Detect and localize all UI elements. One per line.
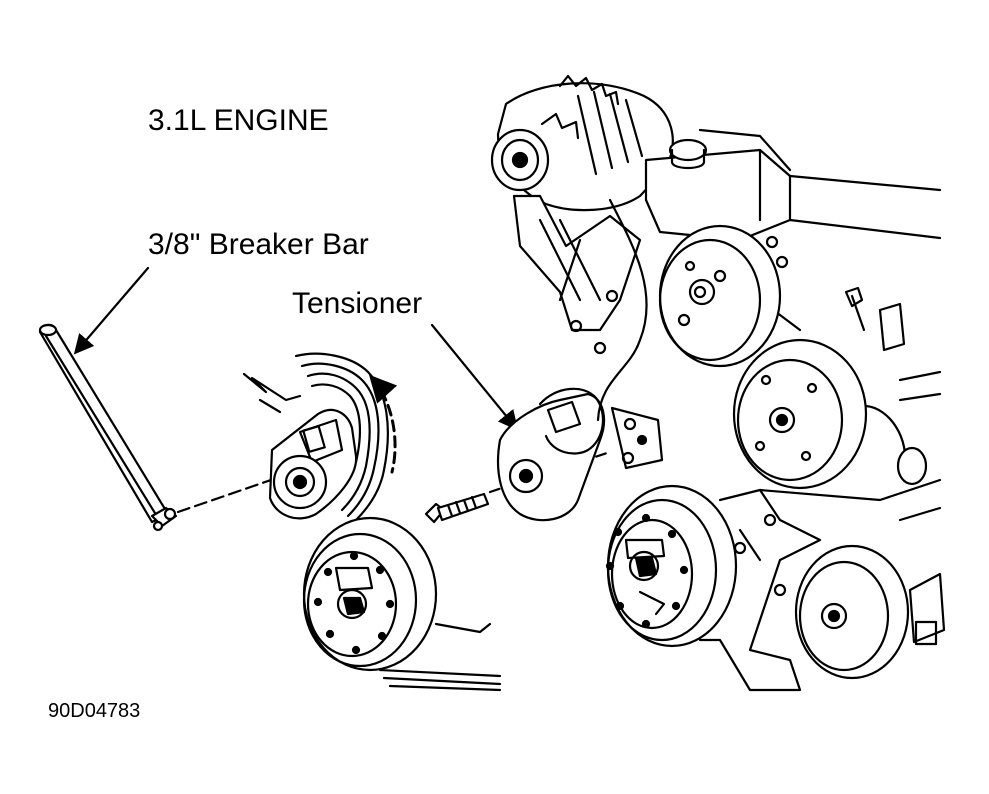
crankshaft-pulley: [605, 484, 738, 648]
water-pump-pulley: [732, 338, 928, 490]
breaker-bar-label: 3/8" Breaker Bar: [148, 228, 369, 261]
tensioner-leader-arrow: [430, 323, 519, 431]
diagram-title: 3.1L ENGINE: [148, 104, 329, 137]
tensioner-unit: [496, 387, 664, 522]
breaker-bar-leader-arrow: [73, 266, 150, 355]
detail-tensioner-assembly: [242, 352, 502, 692]
alternator: [490, 74, 674, 355]
idler-pulley: [794, 544, 946, 680]
power-steering-pulley: [658, 224, 789, 368]
lower-bracket: [698, 478, 942, 692]
breaker-bar: [38, 323, 178, 532]
tensioner-label: Tensioner: [292, 287, 423, 320]
engine-block: [596, 128, 942, 422]
figure-id: 90D04783: [48, 700, 141, 722]
